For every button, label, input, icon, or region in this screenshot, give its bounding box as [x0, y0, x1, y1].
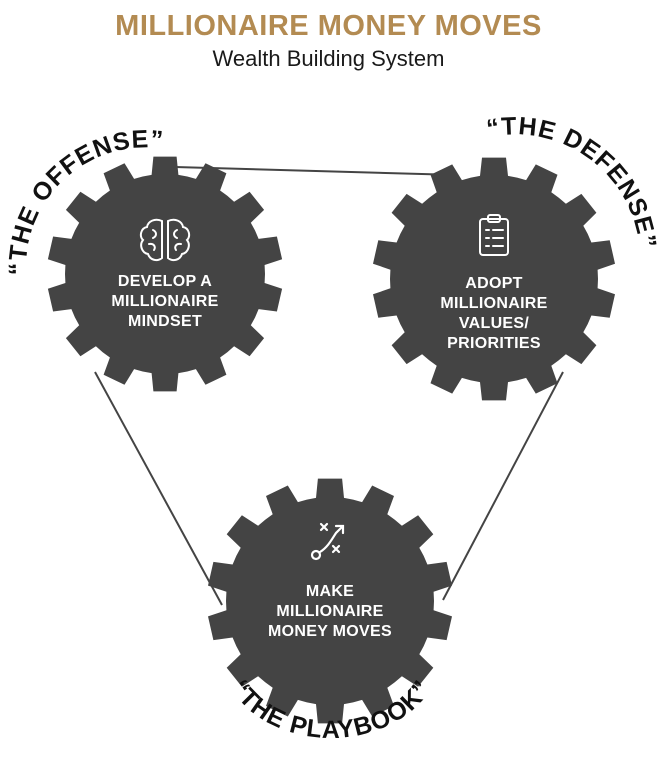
- playbook-gear-line: MAKE: [306, 583, 354, 600]
- connector-lines: [94, 166, 564, 606]
- offense-gear-text: DEVELOP A MILLIONAIRE MINDSET: [111, 273, 218, 330]
- defense-gear-line: ADOPT: [465, 275, 523, 292]
- play-diagram-icon: [310, 522, 345, 561]
- defense-gear-line: PRIORITIES: [447, 335, 541, 352]
- clipboard-checklist-icon: [479, 214, 509, 256]
- playbook-gear-text: MAKE MILLIONAIRE MONEY MOVES: [268, 583, 392, 640]
- defense-gear-text: ADOPT MILLIONAIRE VALUES/PRIORITIES: [440, 275, 547, 352]
- page-subtitle: Wealth Building System: [212, 46, 445, 71]
- playbook-gear-line: MONEY MOVES: [268, 623, 392, 640]
- offense-gear-line: DEVELOP A: [118, 273, 212, 290]
- page-title: MILLIONAIRE MONEY MOVES: [115, 10, 542, 42]
- offense-gear-line: MINDSET: [128, 313, 202, 330]
- playbook-gear: [208, 478, 452, 724]
- defense-gear-line: MILLIONAIRE: [440, 295, 547, 312]
- connector-defense-playbook: [442, 371, 564, 601]
- offense-gear-line: MILLIONAIRE: [111, 293, 218, 310]
- connector-offense-playbook: [94, 371, 223, 606]
- playbook-gear-line: MILLIONAIRE: [276, 603, 383, 620]
- defense-gear-line: VALUES/: [459, 315, 530, 332]
- connector-offense-defense: [174, 166, 459, 176]
- brain-icon: [139, 218, 191, 262]
- defense-gear: [373, 157, 615, 401]
- offense-gear: [47, 156, 283, 392]
